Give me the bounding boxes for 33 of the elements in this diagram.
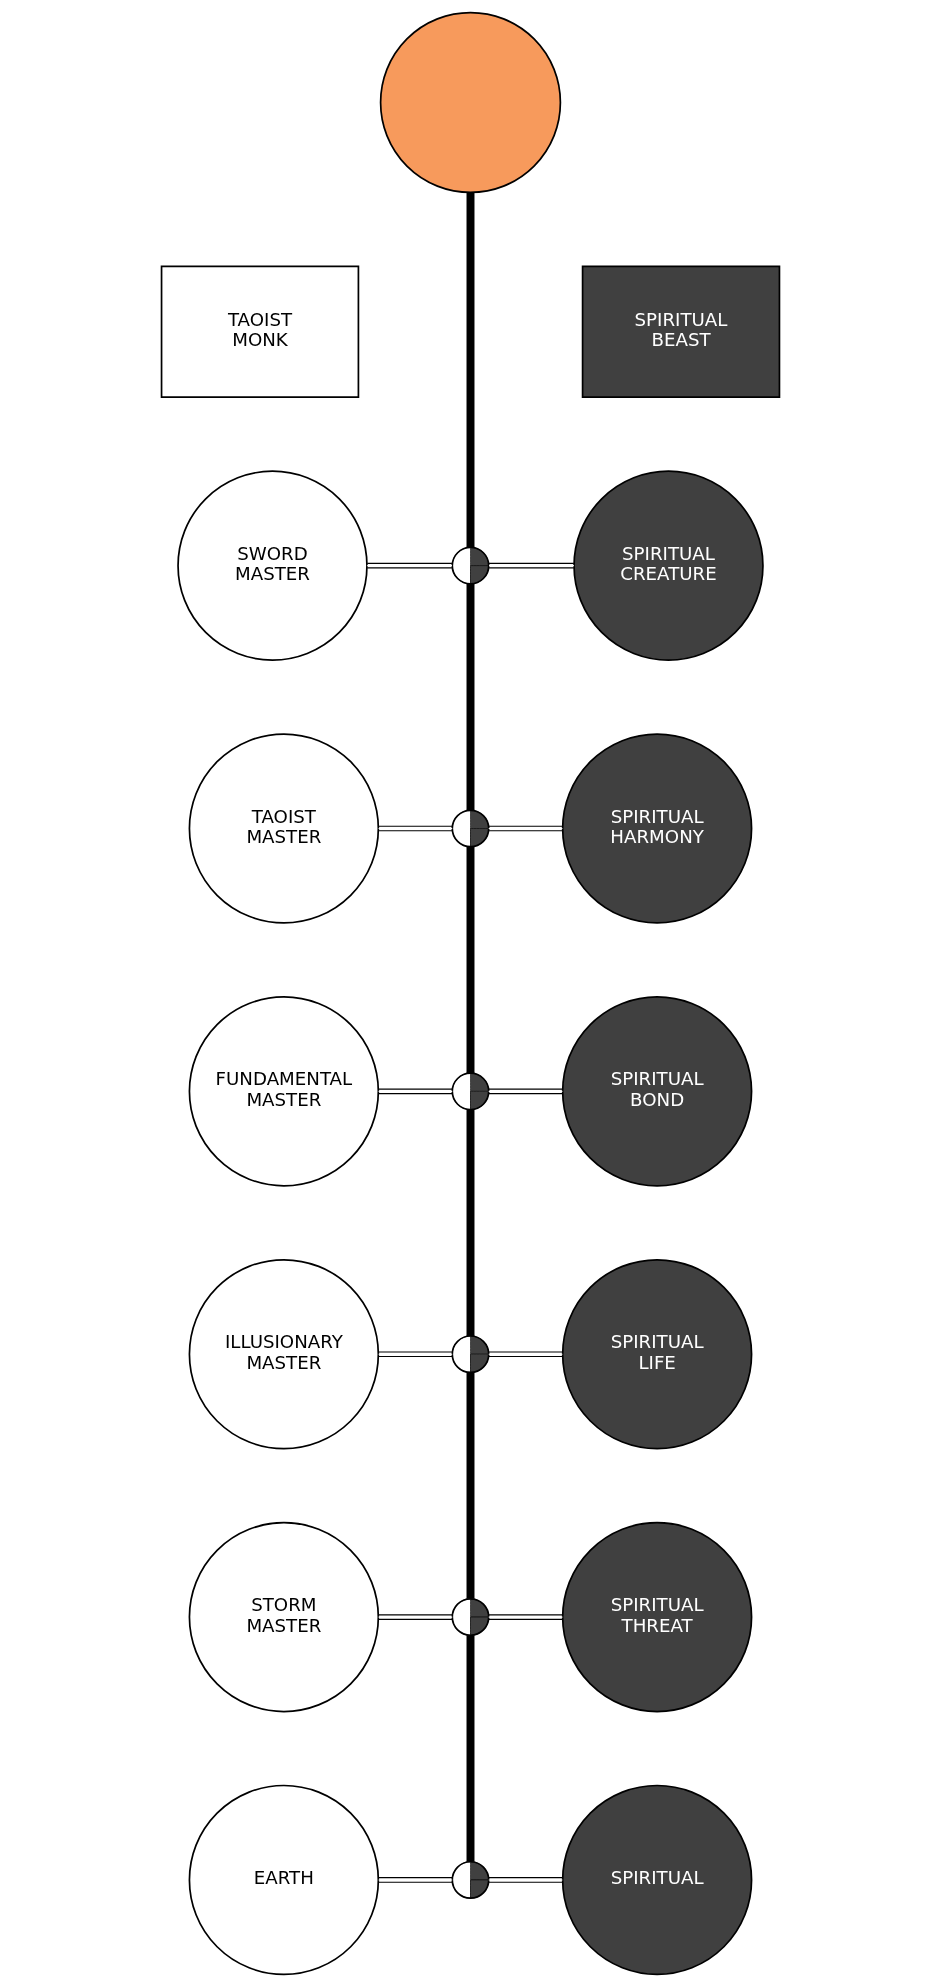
connector — [466, 1372, 474, 1599]
connector — [487, 825, 563, 832]
node-circle: SPIRITUAL LIFE — [561, 1258, 752, 1450]
node-box: TAOIST MONK — [160, 265, 359, 399]
node-box: SPIRITUAL BEAST — [581, 265, 780, 399]
connector — [377, 1088, 453, 1095]
node-circle: STORM MASTER — [188, 1521, 379, 1713]
connector — [487, 1877, 563, 1883]
connector — [377, 1614, 453, 1620]
node-circle: EARTH — [188, 1784, 379, 1976]
connector — [487, 1351, 563, 1358]
node-circle: SPIRITUAL HARMONY — [561, 733, 752, 924]
connector — [466, 583, 474, 811]
node-circle: FUNDAMENTAL MASTER — [188, 996, 379, 1187]
node-circle: SPIRITUAL — [561, 1784, 752, 1976]
node-circle: ILLUSIONARY MASTER — [188, 1258, 379, 1450]
connector — [377, 1877, 453, 1883]
node-circle: SPIRITUAL THREAT — [561, 1521, 752, 1713]
connector — [466, 846, 474, 1074]
connector — [466, 192, 474, 548]
connector — [377, 825, 453, 832]
node-circle: SWORD MASTER — [176, 470, 368, 661]
connector — [466, 1635, 474, 1862]
connector — [487, 1088, 563, 1095]
node-circle: TAOIST MASTER — [188, 733, 379, 924]
node-circle: SPIRITUAL BOND — [561, 996, 752, 1187]
node-circle — [379, 11, 561, 194]
connector — [466, 1109, 474, 1336]
connector — [366, 562, 452, 569]
node-circle: SPIRITUAL CREATURE — [572, 470, 764, 661]
connector — [377, 1351, 453, 1358]
connector — [487, 1614, 563, 1620]
connector — [488, 562, 574, 569]
